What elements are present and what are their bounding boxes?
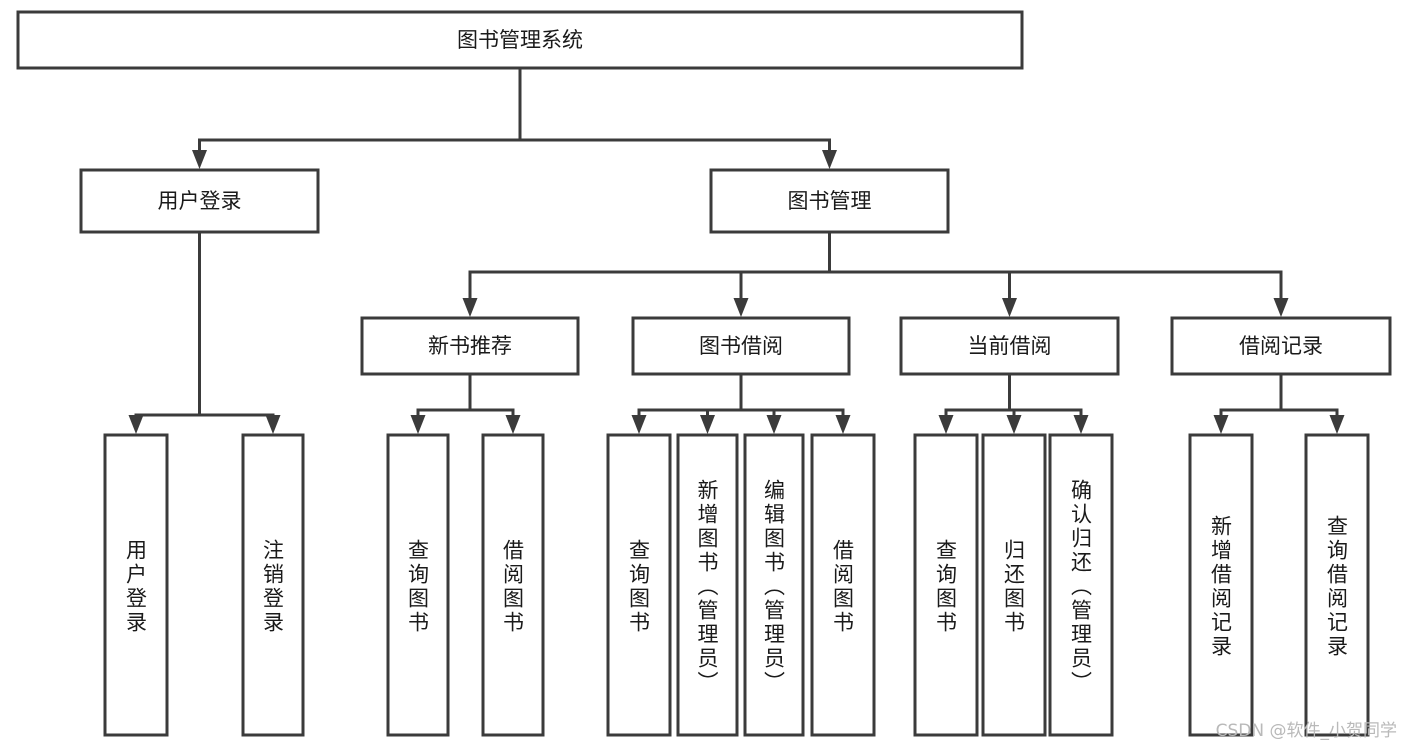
node-box-l3-borrow[interactable] (631, 316, 851, 376)
node-box-root[interactable] (16, 10, 1024, 70)
node-box-l3-new-rec[interactable] (360, 316, 580, 376)
node-box-leaf-bor-query[interactable] (606, 433, 672, 737)
node-box-leaf-bor-add[interactable] (676, 433, 739, 737)
node-label-l2-book: 图书管理 (788, 189, 872, 213)
arrow-head-icon (700, 415, 715, 434)
arrow-head-icon (822, 150, 837, 169)
node-label-l3-record: 借阅记录 (1239, 334, 1323, 358)
arrow-head-icon (1329, 415, 1345, 434)
arrow-head-icon (462, 298, 478, 317)
arrow-head-icon (1002, 298, 1017, 317)
node-box-leaf-user-logout[interactable] (241, 433, 305, 737)
arrow-head-icon (631, 415, 647, 434)
connector-layer (128, 66, 1345, 434)
arrow-head-icon (410, 415, 426, 434)
arrow-head-icon (733, 298, 749, 317)
arrow-head-icon (1006, 415, 1022, 434)
node-label-l3-current: 当前借阅 (968, 334, 1052, 358)
node-box-layer (16, 10, 1392, 737)
node-box-leaf-cur-query[interactable] (913, 433, 979, 737)
node-label-root: 图书管理系统 (457, 28, 583, 52)
arrow-head-icon (1273, 298, 1289, 317)
arrow-head-icon (192, 150, 207, 169)
arrow-head-icon (766, 415, 782, 434)
node-label-l3-new-rec: 新书推荐 (428, 334, 512, 358)
node-box-leaf-bor-edit[interactable] (743, 433, 805, 737)
node-label-l3-borrow: 图书借阅 (699, 334, 783, 358)
node-label-l2-user: 用户登录 (158, 189, 242, 213)
node-box-leaf-rec-search[interactable] (1304, 433, 1370, 737)
node-box-leaf-user-login[interactable] (103, 433, 169, 737)
arrow-head-icon (835, 415, 851, 434)
node-box-l3-record[interactable] (1170, 316, 1392, 376)
arrow-head-icon (265, 415, 281, 434)
node-box-leaf-bor-lend[interactable] (810, 433, 876, 737)
arrow-head-icon (938, 415, 954, 434)
node-box-leaf-rec-borrow[interactable] (481, 433, 545, 737)
node-box-leaf-rec-add[interactable] (1188, 433, 1254, 737)
arrow-head-icon (1073, 415, 1089, 434)
node-box-l2-user[interactable] (79, 168, 320, 234)
node-box-leaf-rec-query[interactable] (386, 433, 450, 737)
arrow-head-icon (1213, 415, 1229, 434)
arrow-head-icon (505, 415, 521, 434)
node-box-l2-book[interactable] (709, 168, 950, 234)
node-box-leaf-cur-confirm[interactable] (1048, 433, 1114, 737)
node-box-leaf-cur-return[interactable] (981, 433, 1047, 737)
csdn-watermark: CSDN @软件_小贺同学 (1215, 721, 1397, 741)
arrow-head-icon (128, 415, 144, 434)
node-box-l3-current[interactable] (899, 316, 1120, 376)
